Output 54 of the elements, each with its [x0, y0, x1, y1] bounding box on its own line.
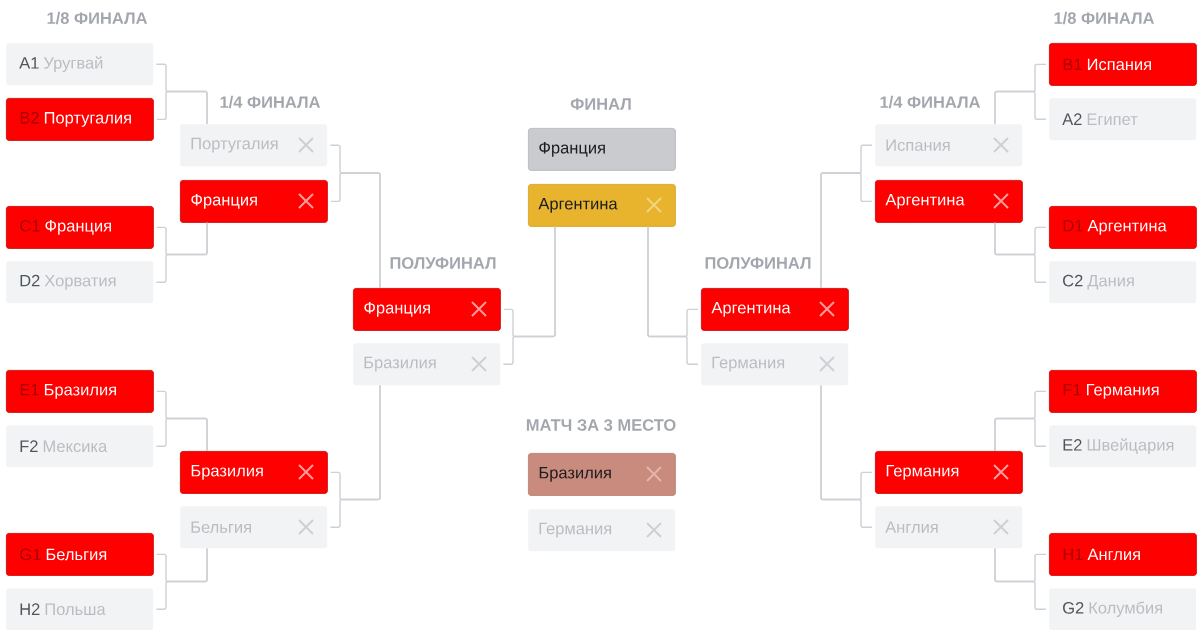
- team-box: G2 Колумбия: [1049, 588, 1197, 630]
- team-box: Германия: [875, 451, 1023, 494]
- team-box: Аргентина: [528, 184, 676, 227]
- team-box: F1 Германия: [1049, 370, 1197, 413]
- bracket-line: [155, 417, 208, 452]
- team-box: Бразилия: [180, 451, 328, 494]
- round-heading: ПОЛУФИНАЛ: [705, 257, 811, 269]
- team-box: Франция: [528, 128, 676, 171]
- bracket-line: [994, 222, 1047, 283]
- team-box: Бельгия: [180, 506, 328, 549]
- round-heading: 1/8 ФИНАЛА: [1054, 11, 1155, 25]
- bracket-line: [994, 417, 1047, 452]
- team-box: A2 Египет: [1049, 98, 1197, 141]
- team-box: E1 Бразилия: [6, 370, 154, 413]
- team-box: C1 Франция: [6, 206, 154, 249]
- bracket-line: [155, 222, 208, 283]
- bracket-line: [994, 547, 1047, 610]
- team-box: F2 Мексика: [6, 425, 154, 468]
- team-box: Испания: [875, 124, 1023, 167]
- round-heading: 1/4 ФИНАЛА: [880, 95, 981, 109]
- bracket-line: [156, 90, 208, 125]
- team-box: Аргентина: [701, 288, 849, 331]
- team-box: Бразилия: [528, 453, 676, 496]
- team-box: A1 Уругвай: [6, 43, 154, 86]
- round-heading: ПОЛУФИНАЛ: [390, 257, 496, 269]
- team-box: Франция: [353, 288, 501, 331]
- team-box: Бразилия: [353, 343, 501, 386]
- team-box: H2 Польша: [6, 588, 154, 630]
- team-box: Франция: [180, 180, 328, 223]
- team-box: Германия: [701, 343, 849, 386]
- bracket-line: [330, 172, 381, 289]
- bracket-line: [647, 226, 699, 365]
- bracket-line: [994, 90, 1047, 125]
- team-box: Германия: [528, 509, 676, 552]
- team-box: Англия: [875, 506, 1023, 549]
- bracket-line: [155, 547, 208, 610]
- team-box: D1 Аргентина: [1049, 206, 1197, 249]
- team-box: B2 Португалия: [6, 98, 154, 141]
- team-box: E2 Швейцария: [1049, 425, 1197, 468]
- round-heading: 1/8 ФИНАЛА: [47, 11, 148, 25]
- bracket-line: [502, 226, 556, 365]
- bracket-line: [329, 384, 381, 528]
- round-heading: МАТЧ ЗА 3 МЕСТО: [526, 419, 676, 431]
- bracket-line: [820, 172, 873, 289]
- round-heading: ФИНАЛ: [570, 98, 631, 110]
- team-box: H1 Англия: [1049, 533, 1197, 576]
- team-box: C2 Дания: [1049, 261, 1197, 304]
- team-box: Аргентина: [875, 180, 1023, 223]
- bracket-line: [820, 384, 873, 528]
- round-heading: 1/4 ФИНАЛА: [220, 95, 321, 109]
- team-box: Португалия: [180, 124, 328, 167]
- team-box: D2 Хорватия: [6, 261, 154, 304]
- team-box: B1 Испания: [1049, 43, 1197, 86]
- team-box: G1 Бельгия: [6, 533, 154, 576]
